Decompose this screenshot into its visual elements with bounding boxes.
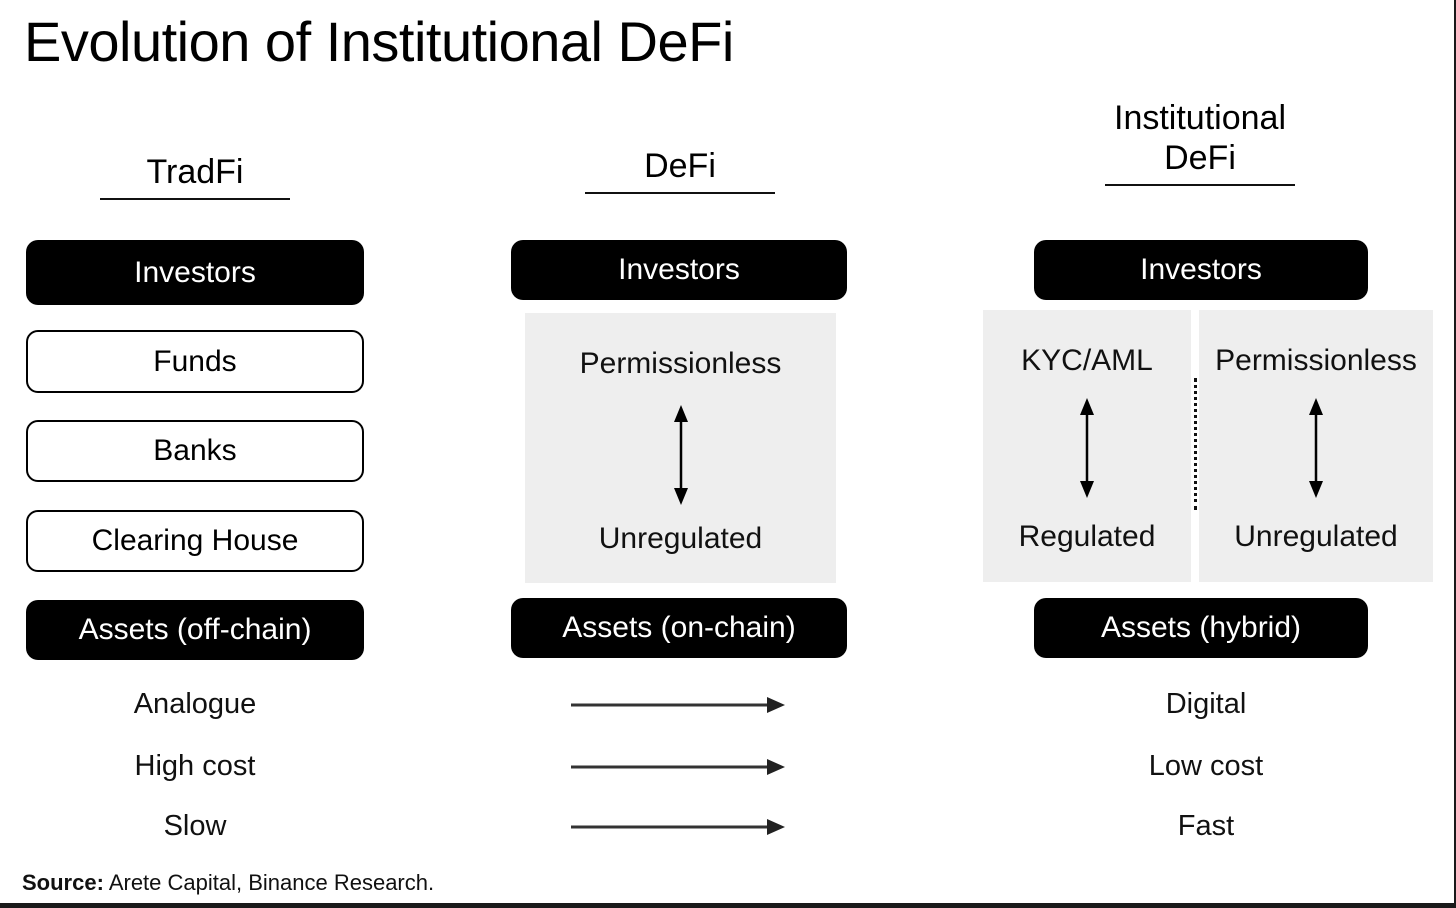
source-value: Arete Capital, Binance Research.: [103, 870, 435, 895]
panel-institutional-kyc-regulated: KYC/AML Regulated: [983, 310, 1191, 582]
panel-institutional-left-top-label: KYC/AML: [1021, 344, 1153, 377]
column-header-tradfi-underline: [100, 198, 290, 201]
comparison-right-low-cost: Low cost: [1148, 750, 1264, 782]
box-defi-assets-onchain[interactable]: Assets (on-chain): [511, 598, 847, 658]
right-arrow-icon: [571, 759, 785, 775]
box-tradfi-investors[interactable]: Investors: [26, 240, 364, 305]
dotted-divider: [1194, 378, 1197, 510]
panel-institutional-right-top-label: Permissionless: [1215, 344, 1417, 377]
bottom-rule: [0, 903, 1454, 908]
box-tradfi-banks[interactable]: Banks: [26, 420, 364, 482]
comparison-left-analogue: Analogue: [133, 688, 257, 720]
column-header-institutional-defi-line2: DeFi: [1164, 139, 1236, 178]
column-header-defi-label: DeFi: [644, 147, 716, 185]
comparison-left-slow: Slow: [163, 810, 227, 842]
panel-defi-bottom-label: Unregulated: [598, 522, 763, 555]
comparison-right-digital: Digital: [1165, 688, 1247, 720]
source-note: Source: Arete Capital, Binance Research.: [22, 872, 434, 894]
box-tradfi-clearing-house[interactable]: Clearing House: [26, 510, 364, 572]
box-tradfi-assets-offchain[interactable]: Assets (off-chain): [26, 600, 364, 660]
comparison-right-fast: Fast: [1177, 810, 1235, 842]
column-header-defi: DeFi: [545, 146, 815, 195]
box-defi-investors[interactable]: Investors: [511, 240, 847, 300]
double-vertical-arrow-icon: [674, 405, 688, 505]
panel-institutional-left-bottom-label: Regulated: [1018, 520, 1156, 553]
right-arrow-icon: [571, 819, 785, 835]
column-header-institutional-defi-underline: [1105, 184, 1295, 187]
panel-defi-permissionless-unregulated: Permissionless Unregulated: [525, 313, 836, 583]
column-header-tradfi: TradFi: [60, 152, 330, 201]
double-vertical-arrow-icon: [1309, 398, 1323, 498]
column-header-institutional-defi-line1: Institutional: [1114, 99, 1286, 137]
column-header-defi-underline: [585, 192, 775, 195]
page-title: Evolution of Institutional DeFi: [24, 10, 734, 73]
panel-institutional-right-bottom-label: Unregulated: [1234, 520, 1398, 553]
comparison-left-high-cost: High cost: [134, 750, 256, 782]
box-institutional-investors[interactable]: Investors: [1034, 240, 1368, 300]
panel-defi-top-label: Permissionless: [579, 347, 782, 380]
column-header-institutional-defi: Institutional DeFi: [1060, 98, 1340, 187]
right-arrow-icon: [571, 697, 785, 713]
column-header-tradfi-label: TradFi: [146, 153, 244, 191]
panel-institutional-permissionless-unregulated: Permissionless Unregulated: [1199, 310, 1433, 582]
source-label: Source:: [22, 870, 104, 895]
box-institutional-assets-hybrid[interactable]: Assets (hybrid): [1034, 598, 1368, 658]
box-tradfi-funds[interactable]: Funds: [26, 330, 364, 393]
double-vertical-arrow-icon: [1080, 398, 1094, 498]
